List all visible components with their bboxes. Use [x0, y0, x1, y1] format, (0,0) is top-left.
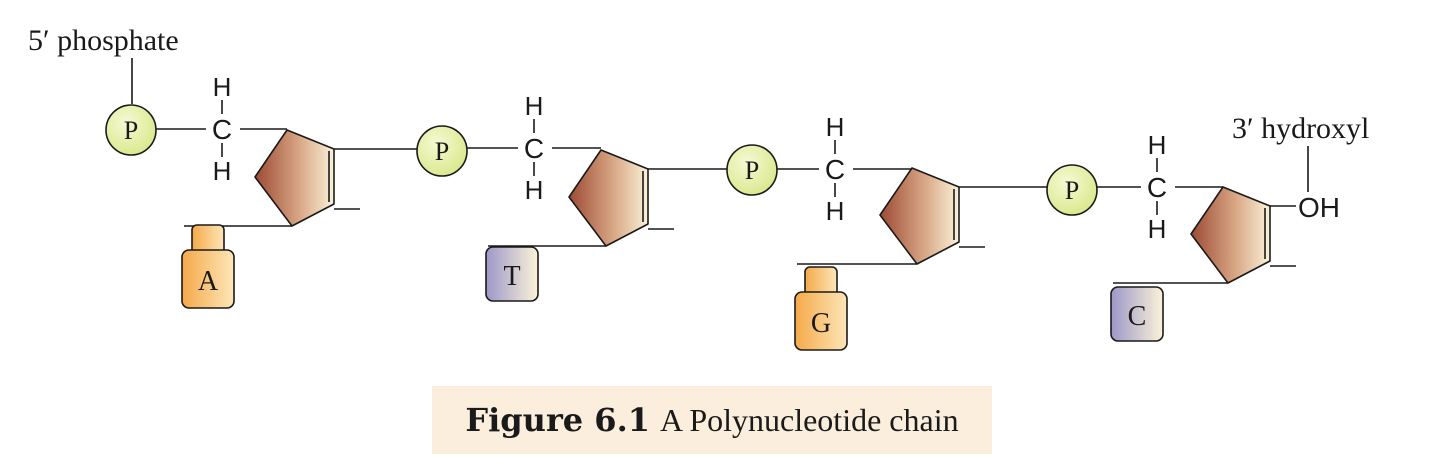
carbon-3: C [825, 154, 845, 185]
phosphate-1 [105, 104, 157, 156]
phosphate-2 [416, 125, 468, 177]
base-label-4: C [1128, 301, 1147, 332]
hydrogen-bottom-1: H [213, 156, 232, 186]
hydroxyl-group: OH [1298, 192, 1340, 223]
phosphate-label-2: P [435, 137, 449, 166]
sugar-3 [879, 167, 960, 265]
three-prime-label: 3′ hydroxyl [1232, 112, 1369, 145]
hydrogen-top-2: H [525, 91, 544, 121]
carbon-1: C [212, 114, 232, 145]
base-label-2: T [503, 261, 520, 292]
base-label-3: G [811, 308, 831, 339]
base-3 [794, 291, 848, 351]
figure-title: A Polynucleotide chain [659, 401, 959, 438]
hydrogen-bottom-3: H [826, 196, 845, 226]
five-prime-label: 5′ phosphate [28, 24, 179, 57]
phosphate-3 [726, 144, 778, 196]
base-2 [485, 246, 539, 302]
figure-caption: Figure 6.1 A Polynucleotide chain [432, 386, 992, 454]
hydrogen-bottom-2: H [525, 175, 544, 205]
figure-number: Figure 6.1 [465, 401, 650, 439]
hydrogen-bottom-4: H [1148, 214, 1167, 244]
carbon-2: C [524, 133, 544, 164]
sugar-1 [254, 129, 335, 227]
base-label-1: A [198, 266, 219, 297]
phosphate-label-3: P [745, 156, 759, 185]
hydrogen-top-4: H [1148, 130, 1167, 160]
base-1 [181, 249, 235, 309]
carbon-4: C [1147, 172, 1167, 203]
phosphate-label-1: P [124, 116, 138, 145]
hydrogen-top-1: H [213, 72, 232, 102]
base-4 [1110, 286, 1164, 342]
sugar-4 [1190, 186, 1271, 284]
phosphate-4 [1046, 164, 1098, 216]
sugar-2 [568, 149, 649, 247]
phosphate-label-4: P [1065, 176, 1079, 205]
hydrogen-top-3: H [826, 112, 845, 142]
